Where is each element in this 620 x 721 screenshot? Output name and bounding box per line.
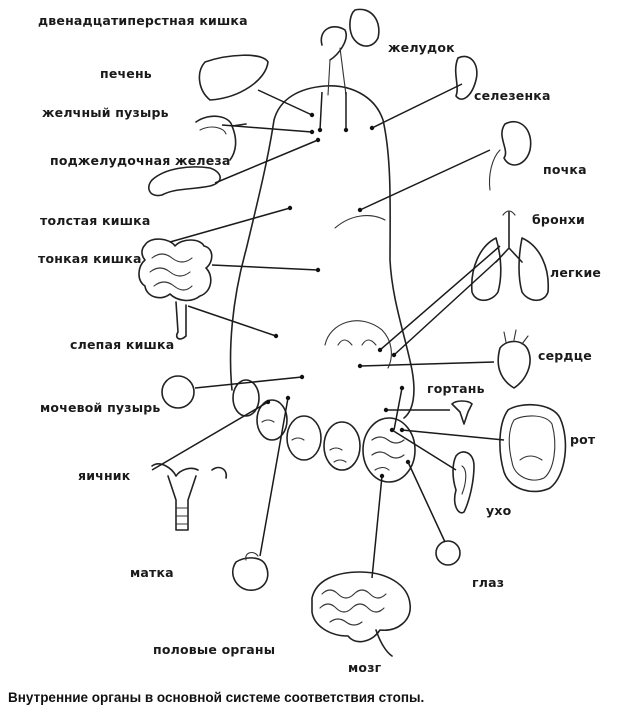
liver-organ — [198, 54, 269, 101]
diagram-drawing — [138, 8, 567, 657]
stomach-organ — [454, 55, 478, 100]
mouth-organ — [499, 403, 567, 493]
label-ovary: яичник — [78, 468, 131, 483]
diagram-caption: Внутренние органы в основной системе соо… — [8, 690, 425, 705]
label-brain: мозг — [348, 660, 382, 675]
label-kidney: почка — [543, 162, 587, 177]
foot-reflexology-diagram: двенадцатиперстная кишка желудок печень … — [38, 8, 602, 675]
label-gallbladder: желчный пузырь — [42, 105, 169, 120]
label-colon: толстая кишка — [40, 213, 151, 228]
label-mouth: рот — [570, 432, 596, 447]
label-genitals: половые органы — [153, 642, 276, 657]
kidney-organ — [488, 121, 532, 191]
label-pancreas: поджелудочная железа — [50, 153, 231, 168]
small-intestine-organ — [138, 238, 213, 340]
label-liver: печень — [100, 66, 152, 81]
pointer-lines — [151, 83, 505, 579]
label-ear: ухо — [486, 503, 512, 518]
label-eye: глаз — [472, 575, 505, 590]
pancreas-organ — [148, 166, 221, 197]
label-heart: сердце — [538, 348, 592, 363]
toes — [232, 379, 416, 483]
eye-organ — [435, 540, 461, 566]
label-stomach: желудок — [388, 40, 455, 55]
heart-organ — [497, 329, 531, 389]
ball-pad — [324, 320, 392, 369]
label-duodenum: двенадцатиперстная кишка — [38, 13, 248, 28]
larynx-organ — [451, 400, 473, 425]
label-bladder: мочевой пузырь — [40, 400, 161, 415]
bladder-organ — [161, 375, 195, 409]
ear-organ — [452, 451, 475, 514]
ovary-organ — [151, 463, 228, 531]
uterus-organ — [232, 551, 269, 591]
label-lungs: легкие — [550, 265, 602, 280]
label-cecum: слепая кишка — [70, 337, 175, 352]
brain-organ — [311, 571, 411, 657]
label-spleen: селезенка — [474, 88, 551, 103]
duodenum-organ — [320, 8, 380, 96]
label-uterus: матка — [130, 565, 174, 580]
foot-outline — [229, 85, 415, 419]
label-larynx: гортань — [427, 381, 485, 396]
label-bronchi: бронхи — [532, 212, 585, 227]
label-small-intestine: тонкая кишка — [38, 251, 142, 266]
